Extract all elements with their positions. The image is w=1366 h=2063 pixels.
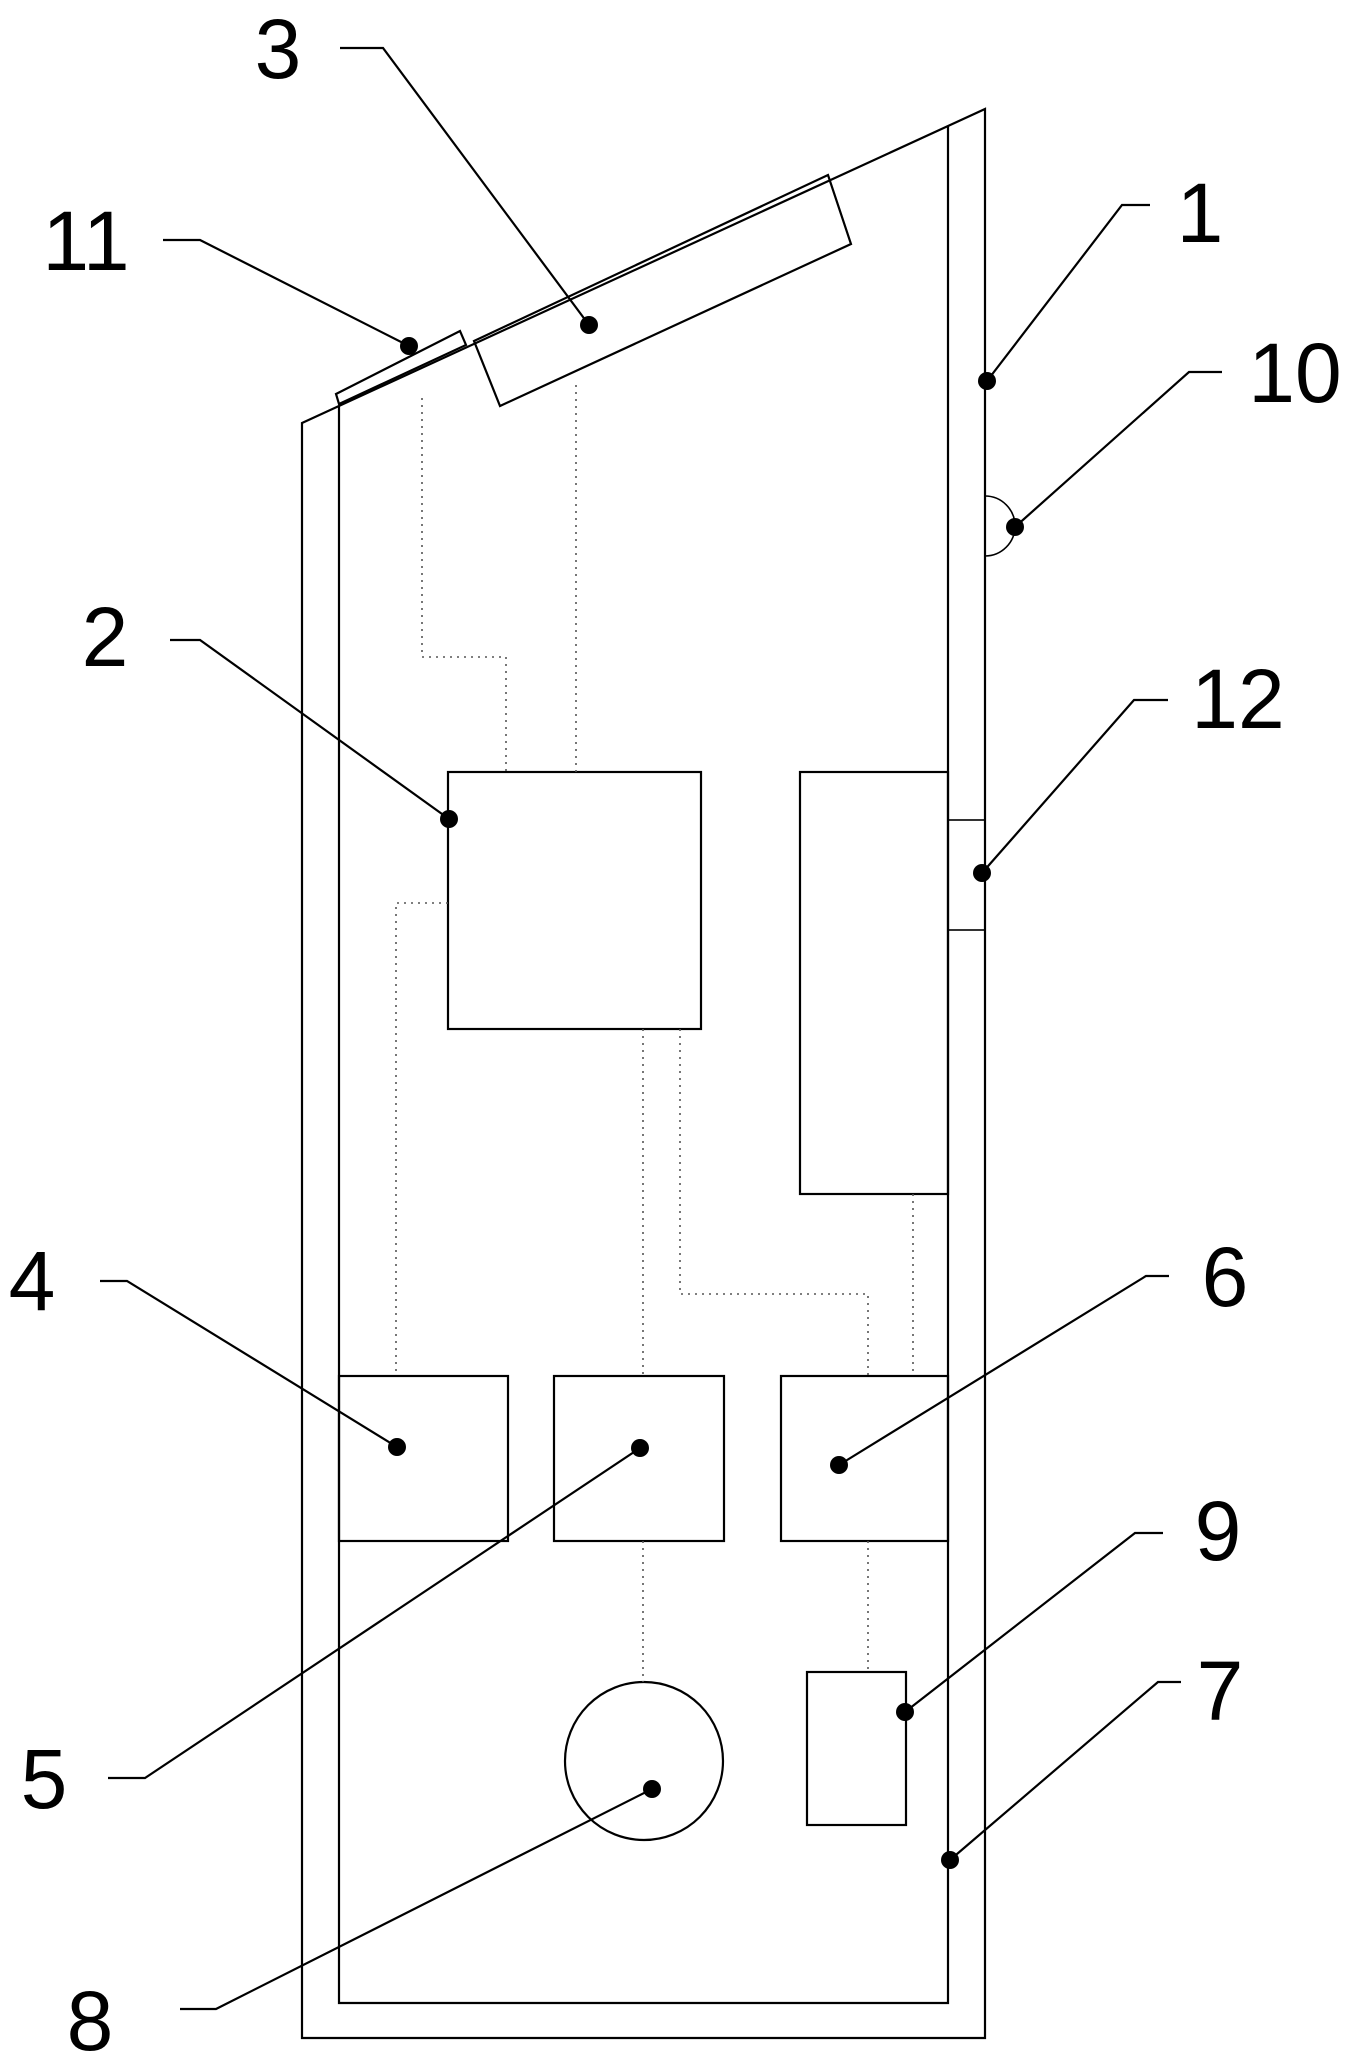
- module-9: [805, 1670, 908, 1827]
- top-sensor: [334, 329, 468, 406]
- connection-wires: [395, 385, 914, 1682]
- reference-dots: [388, 316, 1024, 1869]
- label-11: 11: [42, 194, 129, 288]
- top-panel: [472, 173, 853, 408]
- module-5: [552, 1374, 726, 1543]
- label-3: 3: [255, 2, 302, 96]
- right-module: [798, 770, 950, 1196]
- module-6: [779, 1374, 950, 1543]
- label-12: 12: [1191, 652, 1284, 746]
- speaker: [563, 1680, 725, 1842]
- label-1: 1: [1177, 166, 1224, 260]
- module-4: [337, 1374, 510, 1543]
- outer-housing: [300, 107, 987, 2040]
- label-8: 8: [67, 1974, 114, 2063]
- label-5: 5: [21, 1732, 68, 1826]
- label-4: 4: [9, 1234, 56, 1328]
- main-module: [446, 770, 703, 1031]
- leader-lines: [100, 46, 1222, 2011]
- label-2: 2: [82, 590, 129, 684]
- label-9: 9: [1195, 1484, 1242, 1578]
- label-7: 7: [1197, 1644, 1244, 1738]
- label-10: 10: [1248, 326, 1341, 420]
- label-6: 6: [1202, 1230, 1249, 1324]
